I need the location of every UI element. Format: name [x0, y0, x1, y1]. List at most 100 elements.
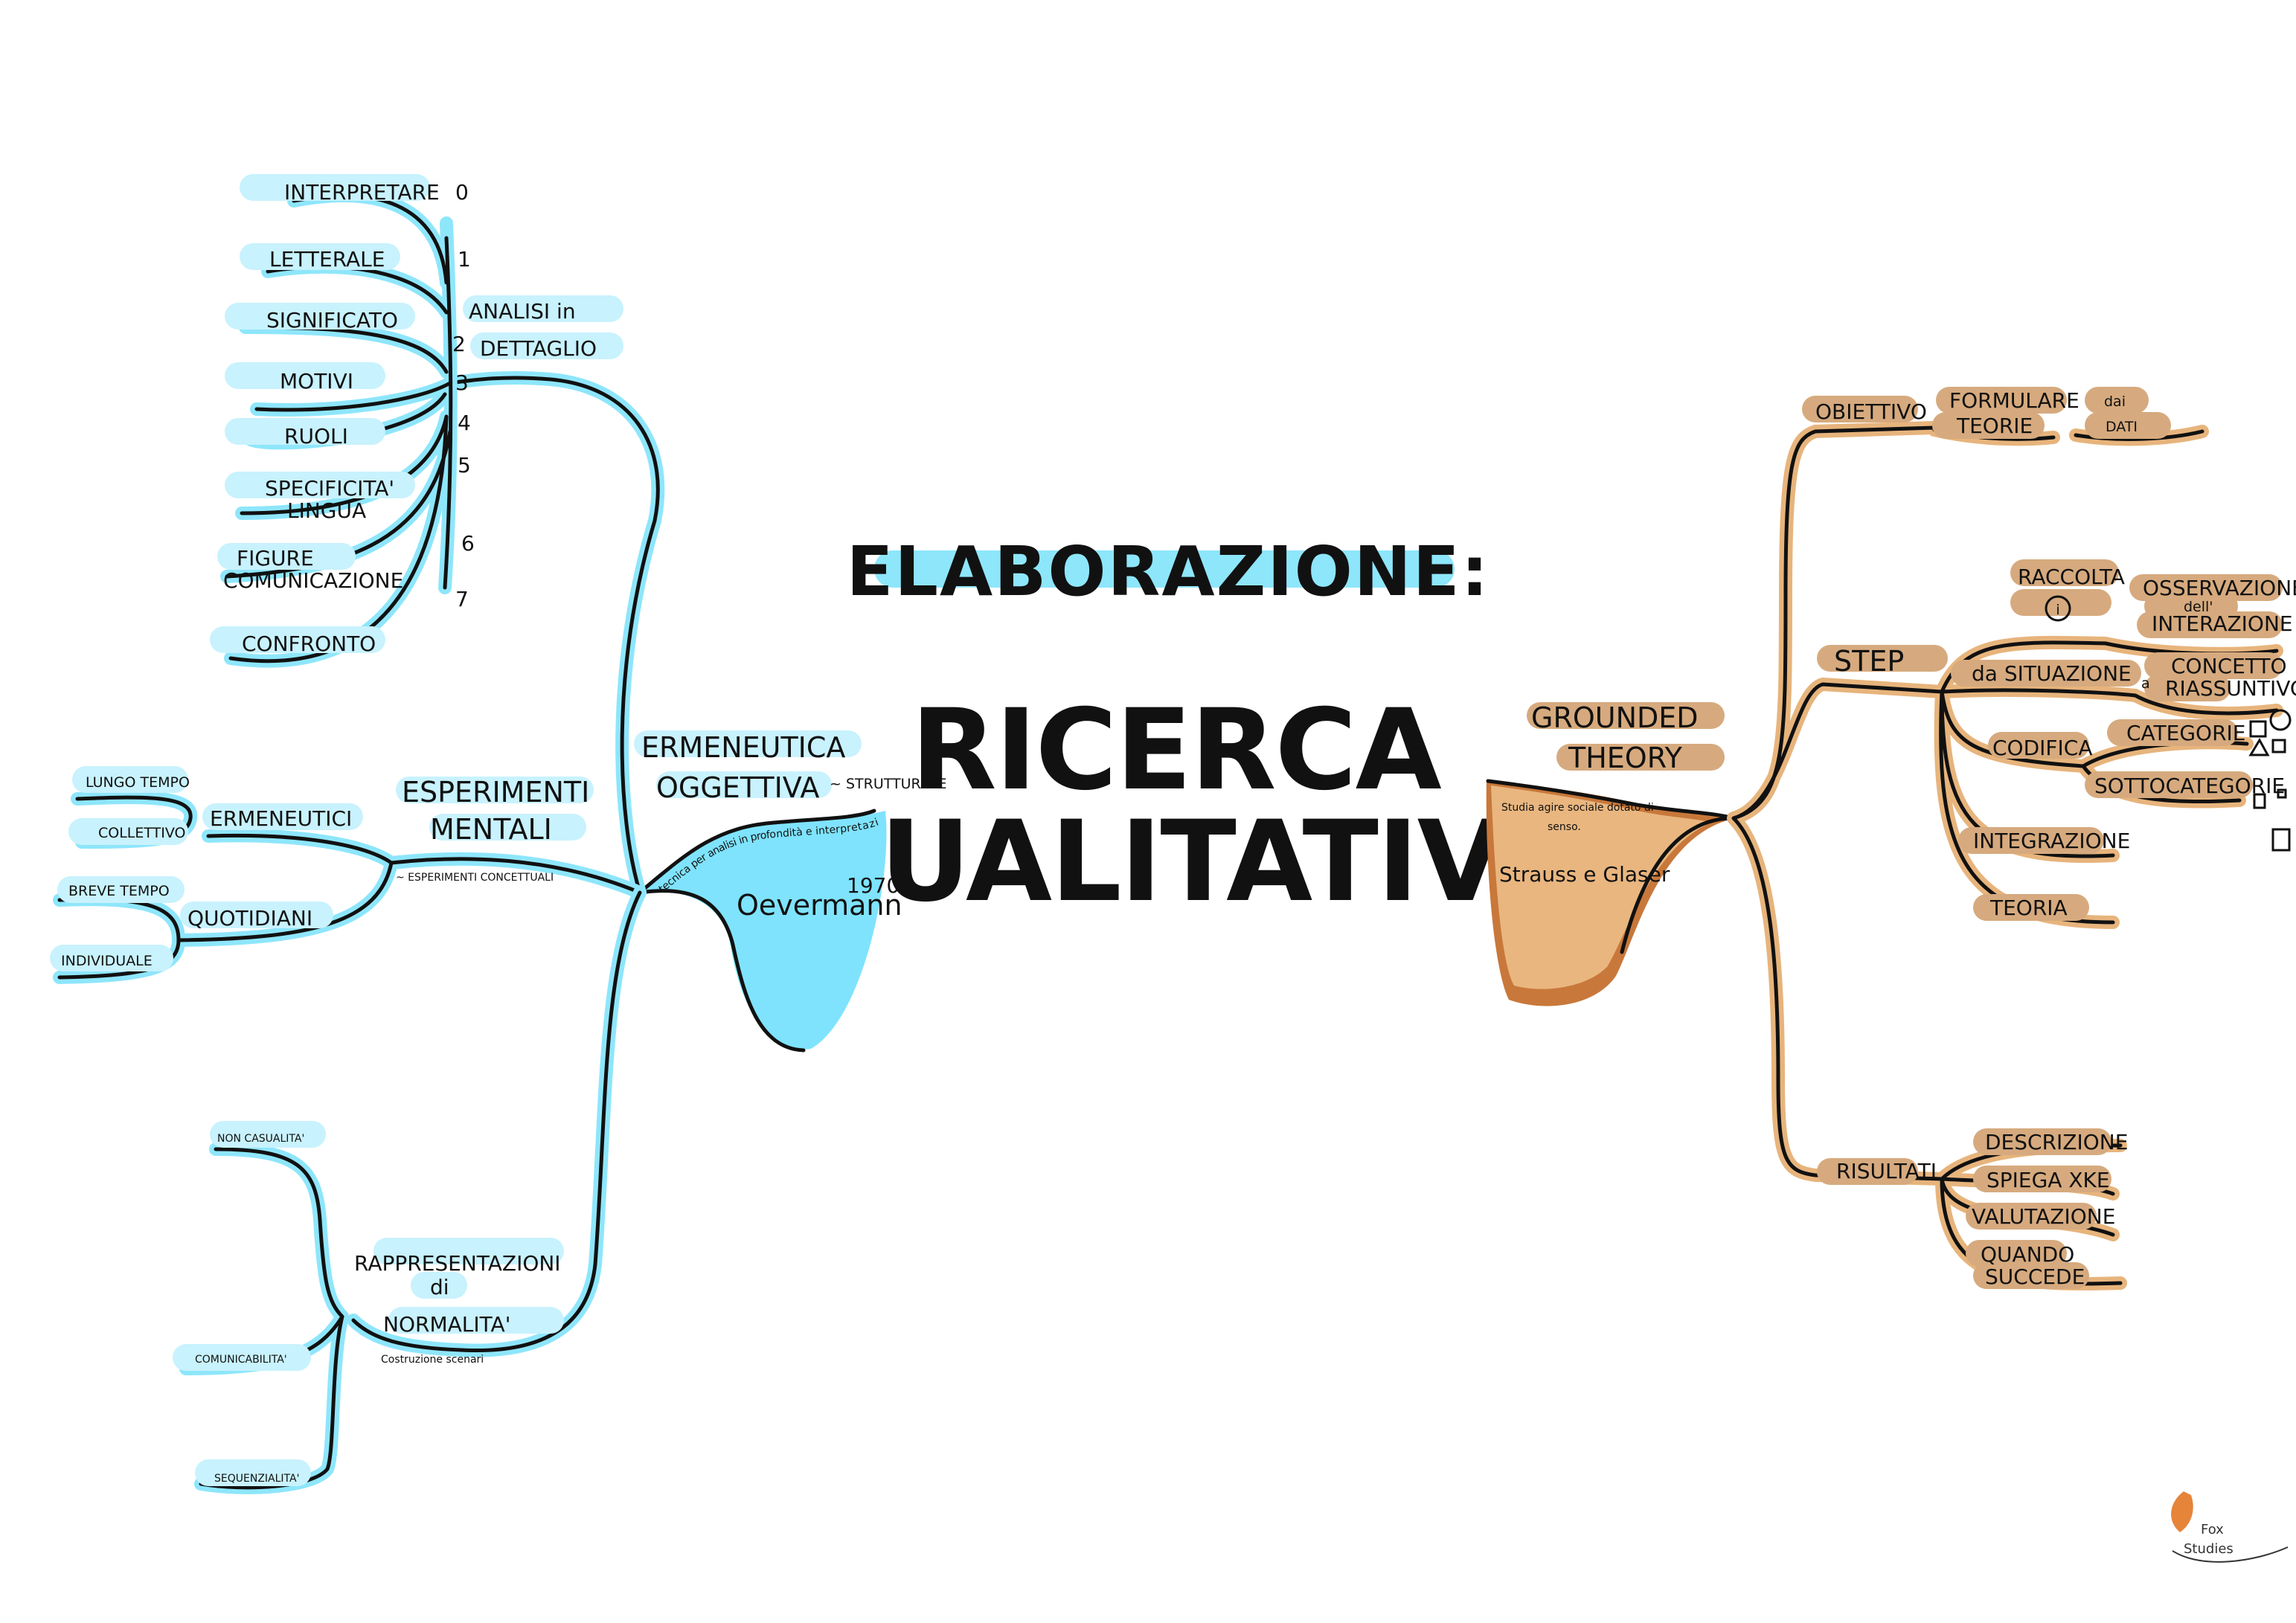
rappresentazioni-label-3: NORMALITA' — [383, 1312, 510, 1337]
grounded-description-2: senso. — [1548, 821, 1581, 833]
lungo-tempo-label: LUNGO TEMPO — [86, 774, 190, 791]
rappresentazioni-highlights — [173, 1121, 564, 1486]
year-label: 1970 — [847, 873, 900, 898]
analisi-item-label: MOTIVI — [280, 369, 353, 393]
comunicabilita-label: COMUNICABILITA' — [195, 1354, 287, 1366]
title-qualitativa: QUALITATIVA — [786, 797, 1580, 927]
grounded-highlight — [1527, 702, 1725, 771]
teorie-label: TEORIE — [1956, 414, 2033, 438]
succede-label: SUCCEDE — [1985, 1264, 2085, 1289]
raccolta-label: RACCOLTA — [2018, 565, 2125, 589]
step-label: STEP — [1834, 645, 1904, 678]
small-rect-icon — [2253, 793, 2266, 809]
analisi-branch-line — [448, 376, 660, 895]
grounded-highlights — [1802, 387, 2283, 1289]
esperimenti-mentali-branch: ESPERIMENTI MENTALI ~ ESPERIMENTI CONCET… — [50, 766, 647, 984]
title-elaborazione: ELABORAZIONE: — [847, 532, 1490, 611]
analisi-item-label: RUOLI — [284, 424, 348, 449]
authors-strauss-glaser: Strauss e Glaser — [1499, 862, 1670, 887]
osservazione-label: OSSERVAZIONE — [2143, 576, 2296, 600]
rappresentazioni-label-2: di — [430, 1275, 449, 1299]
grounded-blob — [1491, 785, 1711, 989]
teoria-label: TEORIA — [1989, 896, 2068, 920]
rappresentazioni-label-1: RAPPRESENTAZIONI — [354, 1251, 561, 1276]
esperimenti-lines — [57, 795, 642, 980]
title-group: ELABORAZIONE: RICERCA QUALITATIVA — [786, 532, 1582, 927]
descrizione-label: DESCRIZIONE — [1985, 1130, 2128, 1154]
author-oevermann: Oevermann — [737, 889, 902, 922]
individuale-label: INDIVIDUALE — [61, 953, 153, 969]
analisi-item-number: 7 — [455, 587, 469, 611]
analisi-item-label-2: LINGUA — [287, 498, 366, 523]
analisi-item-number: 6 — [461, 531, 475, 556]
analisi-label-2: DETTAGLIO — [480, 336, 597, 361]
ermeneutica-title-2: OGGETTIVA — [656, 771, 819, 804]
info-icon-letter: i — [2056, 602, 2059, 618]
quando-label: QUANDO — [1981, 1242, 2074, 1267]
rappresentazioni-branch: RAPPRESENTAZIONI di NORMALITA' Costruzio… — [173, 886, 647, 1494]
dell-label: dell' — [2184, 599, 2213, 615]
costruzione-scenari-note: Costruzione scenari — [381, 1354, 484, 1366]
dai-label: dai — [2104, 393, 2126, 410]
rect-icon — [2271, 828, 2291, 852]
analisi-item-label: CONFRONTO — [242, 631, 376, 656]
fox-icon — [2171, 1491, 2193, 1532]
analisi-item-label: FIGURE — [237, 546, 314, 571]
ermeneutica-title-1: ERMENEUTICA — [641, 731, 845, 764]
fox-studies-logo: Fox Studies — [2171, 1491, 2289, 1563]
sottocategorie-label: SOTTOCATEGORIE — [2094, 774, 2285, 798]
grounded-theory-node: Studia agire sociale dotato di senso. St… — [1486, 701, 1736, 1006]
analisi-item-number: 2 — [452, 332, 466, 356]
collettivo-label: COLLETTIVO — [98, 825, 186, 841]
interazione-label: INTERAZIONE — [2152, 611, 2293, 636]
grounded-title-2: THEORY — [1568, 742, 1683, 774]
strutturale-note: ~ STRUTTURALE — [830, 776, 947, 792]
a-label: a — [2141, 675, 2150, 692]
triangle-icon — [2248, 737, 2270, 756]
analisi-item-label: LETTERALE — [269, 247, 385, 271]
analisi-dettaglio-branch: ANALISI in DETTAGLIO INTERPRETARE LETTER… — [210, 174, 665, 899]
spiega-label: SPIEGA XKE — [1986, 1168, 2110, 1192]
ermeneutici-label: ERMENEUTICI — [210, 806, 352, 831]
esperimenti-note: ~ ESPERIMENTI CONCETTUALI — [396, 872, 554, 884]
logo-text-fox: Fox — [2201, 1522, 2224, 1537]
title-ricerca: RICERCA — [911, 686, 1441, 815]
blob-top-line — [639, 809, 876, 893]
esperimenti-label-1: ESPERIMENTI — [402, 776, 589, 809]
situazione-label: da SITUAZIONE — [1972, 661, 2132, 686]
logo-swoosh — [2172, 1546, 2289, 1563]
shapes-icon — [2248, 709, 2292, 852]
risultati-label: RISULTATI — [1836, 1159, 1937, 1183]
non-casualita-label: NON CASUALITA' — [217, 1133, 304, 1145]
valutazione-label: VALUTAZIONE — [1972, 1204, 2115, 1229]
analisi-label-1: ANALISI in — [469, 299, 576, 324]
analisi-item-label: SPECIFICITA' — [265, 476, 394, 501]
small-rect-icon — [2277, 788, 2287, 799]
analisi-item-number: 0 — [455, 180, 469, 205]
grounded-branches: OBIETTIVO FORMULARE TEORIE dai DATI STEP… — [1727, 387, 2296, 1291]
ermeneutica-highlight — [634, 730, 862, 798]
esperimenti-highlights — [50, 766, 594, 971]
analisi-item-label: INTERPRETARE — [284, 180, 440, 205]
breve-tempo-label: BREVE TEMPO — [68, 883, 170, 899]
rappresentazioni-lines — [184, 890, 642, 1490]
quotidiani-label: QUOTIDIANI — [187, 906, 312, 931]
dati-label: DATI — [2106, 419, 2138, 435]
grounded-title-1: GROUNDED — [1531, 701, 1699, 734]
square-icon — [2249, 720, 2267, 738]
concetto-label: CONCETTO — [2171, 654, 2287, 678]
analisi-item-label: SIGNIFICATO — [266, 308, 398, 332]
formulare-label: FORMULARE — [1949, 388, 2079, 413]
blob-inner-line — [638, 889, 806, 1052]
grounded-description-1: Studia agire sociale dotato di — [1501, 802, 1654, 814]
codifica-label: CODIFICA — [1992, 736, 2092, 760]
integrazione-label: INTEGRAZIONE — [1973, 829, 2130, 853]
analisi-item-highlights — [210, 174, 430, 653]
analisi-item-number: 3 — [455, 370, 469, 395]
ermeneutica-blob — [640, 811, 887, 1050]
categorie-label: CATEGORIE — [2126, 721, 2245, 745]
analisi-item-number: 5 — [458, 453, 471, 478]
circle-icon — [2269, 709, 2292, 731]
analisi-item-number: 1 — [458, 247, 471, 271]
